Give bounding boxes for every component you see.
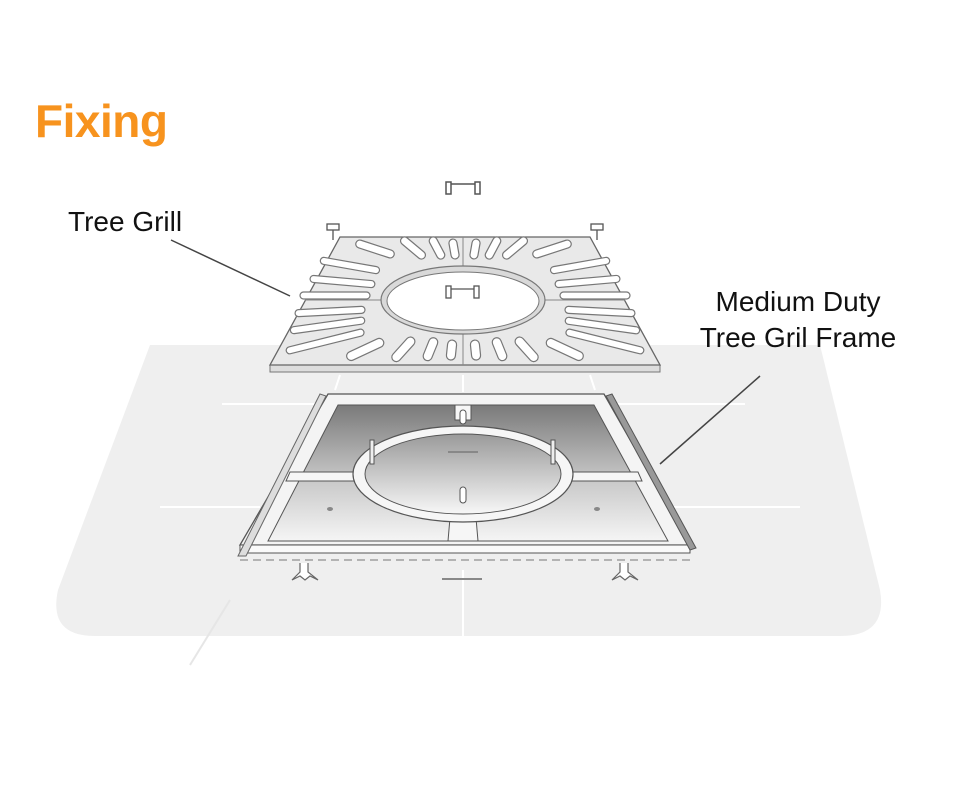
tree-grill (268, 236, 662, 373)
tree-grill-frame (237, 393, 697, 581)
frame-leader-line (659, 375, 761, 465)
top-bracket-icon (445, 181, 481, 195)
frame-label-line-2: Tree Gril Frame (699, 322, 897, 353)
frame-label-line-1: Medium Duty (715, 286, 881, 317)
frame-label: Medium Duty Tree Gril Frame (688, 284, 908, 356)
page-title: Fixing (35, 95, 168, 147)
tree-grill-label: Tree Grill (68, 206, 183, 237)
tree-grill-leader-line (170, 239, 291, 297)
corner-bolt-icon (326, 223, 604, 240)
